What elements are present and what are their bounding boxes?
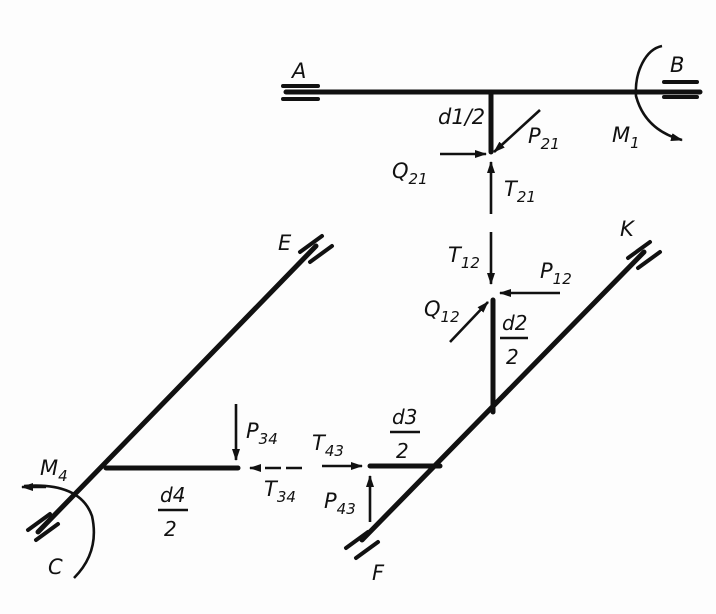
label-p43: P43 [324, 489, 356, 518]
label-p12: P12 [540, 259, 572, 288]
label-d4-den: 2 [164, 517, 177, 541]
label-d1-half: d1/2 [438, 105, 485, 129]
label-e: E [278, 231, 292, 255]
label-p34: P34 [246, 419, 278, 448]
label-t43: T43 [312, 431, 344, 460]
label-p21: P21 [528, 124, 560, 153]
moment-m4-arc [23, 484, 96, 579]
bearing-c [26, 512, 60, 542]
bearing-a [281, 84, 320, 101]
label-m4: M4 [40, 456, 68, 485]
label-d3-half: d3 2 [390, 405, 420, 463]
force-q12-arrow [449, 301, 489, 343]
label-m1: M1 [612, 123, 640, 152]
label-d2-den: 2 [506, 345, 519, 369]
label-t21: T21 [504, 177, 536, 206]
label-k: K [620, 217, 636, 241]
bearing-e [298, 234, 334, 264]
label-f: F [372, 561, 385, 585]
label-a: A [290, 59, 306, 83]
label-c: C [48, 555, 63, 579]
shaft-ce [35, 243, 319, 535]
moment-m1-arc [634, 44, 683, 142]
label-d2-half: d2 2 [500, 311, 528, 369]
label-t34: T34 [264, 477, 296, 506]
label-d3-num: d3 [392, 405, 417, 429]
bearing-k [626, 240, 662, 270]
force-p21-arrow [493, 109, 541, 153]
label-d4-half: d4 2 [158, 483, 188, 541]
label-t12: T12 [448, 243, 480, 272]
label-b: B [670, 53, 684, 77]
bearing-f [344, 530, 380, 560]
label-d2-num: d2 [502, 311, 527, 335]
shaft-fk [359, 249, 647, 543]
bearing-b [662, 80, 699, 99]
label-d3-den: 2 [396, 439, 409, 463]
label-d4-num: d4 [160, 483, 185, 507]
label-q21: Q21 [392, 159, 428, 188]
label-q12: Q12 [424, 297, 460, 326]
